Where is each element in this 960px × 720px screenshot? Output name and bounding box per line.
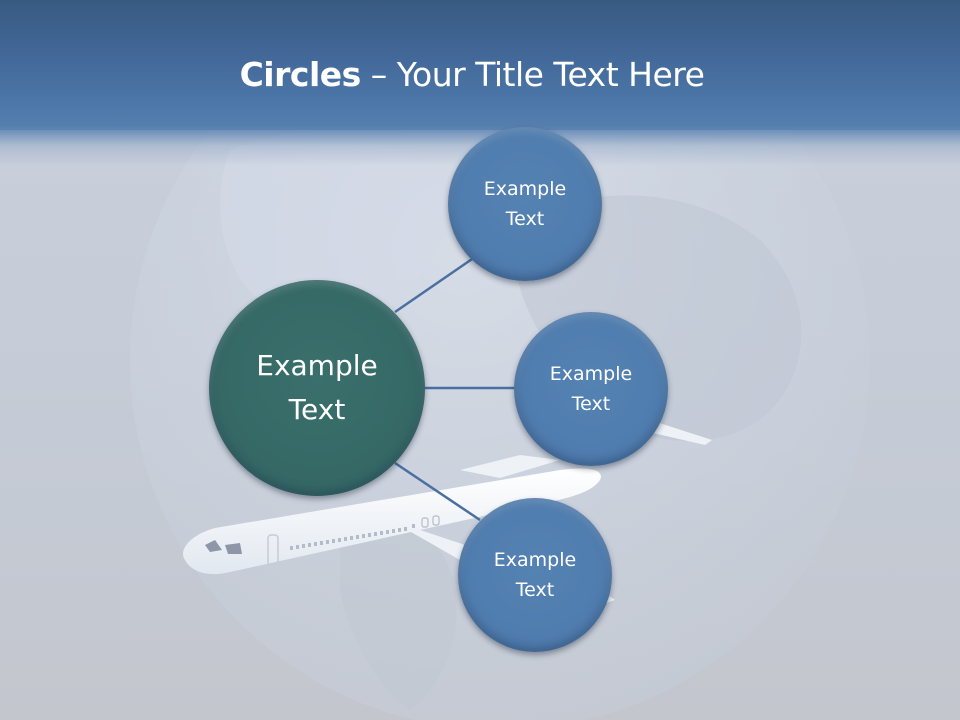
satellite-circle-bottom[interactable]: Example Text [458, 498, 612, 652]
connector-top [394, 255, 476, 314]
satellite-circle-middle[interactable]: Example Text [514, 312, 668, 466]
satellite-bottom-line1: Example [493, 549, 577, 571]
satellite-top-line2: Text [505, 208, 545, 230]
satellite-middle-line2: Text [571, 393, 611, 415]
satellite-circle-top[interactable]: Example Text [448, 127, 602, 281]
satellite-bottom-line2: Text [515, 579, 555, 601]
title-bar [0, 0, 960, 130]
satellite-middle-line1: Example [549, 363, 633, 385]
connector-bottom [394, 461, 481, 522]
center-circle-line2: Text [288, 393, 346, 426]
slide-title: Circles – Your Title Text Here [0, 50, 944, 100]
title-bold: Circles [239, 55, 362, 94]
title-rest: – Your Title Text Here [360, 55, 705, 94]
center-circle[interactable]: Example Text [209, 280, 425, 496]
center-circle-line1: Example [256, 349, 378, 382]
satellite-top-line1: Example [483, 178, 567, 200]
